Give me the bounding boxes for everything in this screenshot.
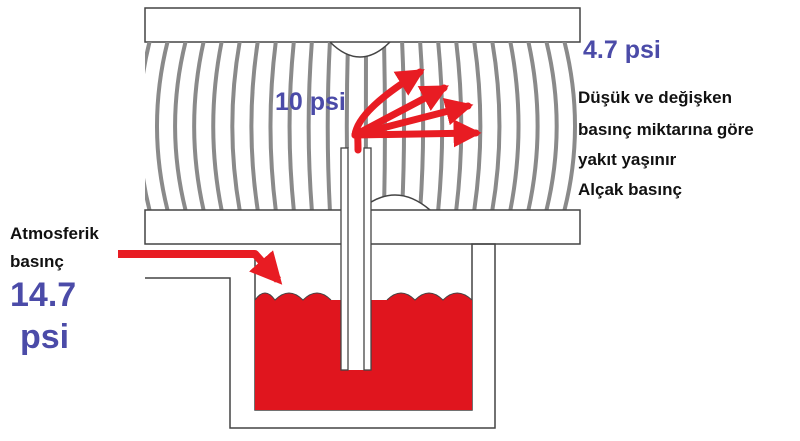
airflow-line [268,42,278,210]
spray-arrow [351,84,449,139]
airflow-line [173,42,188,210]
airflow-line [508,42,521,210]
atmospheric-pressure-arrow [118,250,283,285]
airflow-line [306,42,314,210]
airflow-line [145,42,152,210]
airflow-line [230,42,242,210]
airflow-line [454,42,464,210]
outlet-pressure-label: 4.7 psi [583,36,661,64]
atmospheric-pressure-value: 14.7 [10,276,77,314]
spray-arrow [351,128,362,154]
fuel-spray-arrows [351,68,482,154]
airflow-line [436,42,445,210]
throat-pressure-label: 10 psi [275,88,346,116]
spray-arrow [351,98,474,139]
description-line-2: basınç miktarına göre [578,120,754,139]
airflow-line [287,42,296,210]
airflow-line [526,42,540,210]
airflow-line [418,42,426,210]
airflow-line [490,42,502,210]
airflow-line [562,42,577,210]
airflow-line [192,42,206,210]
airflow-line [325,42,332,210]
airflow-line [249,42,260,210]
airflow-line [211,42,224,210]
atmospheric-pressure-unit: psi [20,318,70,356]
fuel-surface [254,292,473,301]
airflow-line [155,42,170,210]
atmospheric-label-line-1: Atmosferik [10,224,99,243]
description-line-1: Düşük ve değişken [578,88,733,107]
airflow-line [544,42,559,210]
venturi-top-wall [144,7,581,43]
description-line-4: Alçak basınç [578,180,682,199]
atmospheric-label-line-2: basınç [10,252,64,271]
venturi-constriction-top [329,41,391,58]
spray-arrow [351,119,482,148]
airflow-line [472,42,483,210]
description-line-3: yakıt yaşınır [578,150,677,169]
